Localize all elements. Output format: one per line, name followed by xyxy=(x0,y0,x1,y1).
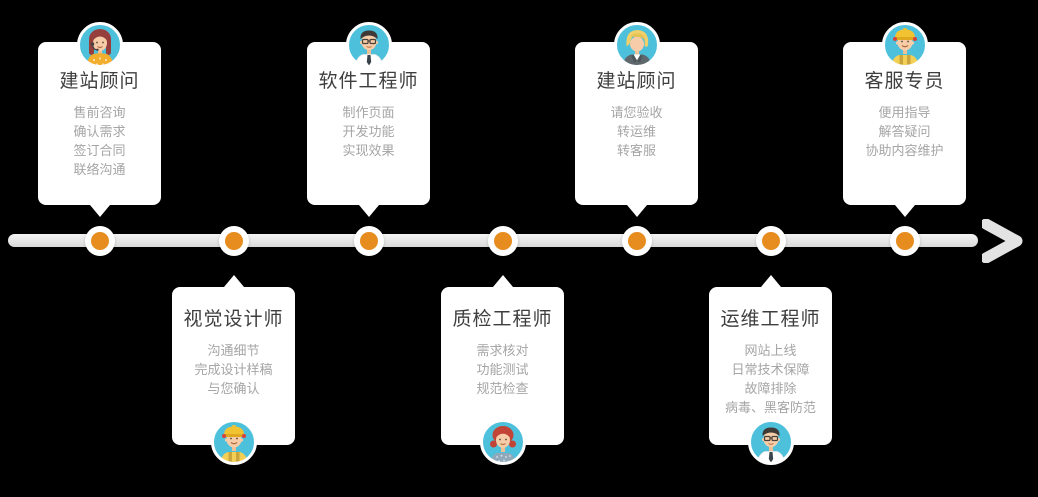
task-list: 沟通细节 完成设计样稿 与您确认 xyxy=(172,341,295,398)
task-item: 确认需求 xyxy=(73,124,126,139)
card-pointer xyxy=(223,275,244,287)
step-card-support-specialist: 客服专员 便用指导 解答疑问 协助内容维护 xyxy=(843,42,966,217)
timeline-dot-center xyxy=(494,232,512,250)
task-item: 开发功能 xyxy=(342,124,395,139)
task-item: 售前咨询 xyxy=(73,105,126,120)
engineer-male-avatar-icon xyxy=(346,22,392,68)
task-item: 解答疑问 xyxy=(878,124,931,139)
worker-hardhat-avatar-icon xyxy=(211,419,257,465)
timeline-dot-center xyxy=(762,232,780,250)
task-item: 制作页面 xyxy=(342,105,395,120)
task-item: 联络沟通 xyxy=(73,162,126,177)
timeline-dot xyxy=(219,226,249,256)
task-item: 转客服 xyxy=(616,143,656,158)
task-list: 请您验收 转运维 转客服 xyxy=(575,103,698,160)
task-item: 病毒、黑客防范 xyxy=(724,400,816,415)
card-pointer xyxy=(89,205,110,217)
task-item: 网站上线 xyxy=(744,343,797,358)
role-title: 运维工程师 xyxy=(720,309,821,330)
task-item: 需求核对 xyxy=(476,343,529,358)
timeline-dot-center xyxy=(896,232,914,250)
consultant-female-avatar-icon xyxy=(77,22,123,68)
task-list: 需求核对 功能测试 规范检查 xyxy=(441,341,564,398)
card-pointer xyxy=(626,205,647,217)
role-title: 质检工程师 xyxy=(452,309,553,330)
timeline-dot-center xyxy=(225,232,243,250)
timeline-dot xyxy=(756,226,786,256)
step-card-software-engineer: 软件工程师 制作页面 开发功能 实现效果 xyxy=(307,42,430,217)
step-card-ops-engineer: 运维工程师 网站上线 日常技术保障 故障排除 病毒、黑客防范 xyxy=(709,275,832,445)
task-item: 完成设计样稿 xyxy=(194,362,273,377)
card-pointer xyxy=(894,205,915,217)
task-list: 制作页面 开发功能 实现效果 xyxy=(307,103,430,160)
timeline-dot xyxy=(890,226,920,256)
card-pointer xyxy=(492,275,513,287)
task-item: 签订合同 xyxy=(73,143,126,158)
timeline-dot xyxy=(622,226,652,256)
task-item: 与您确认 xyxy=(207,381,260,396)
task-item: 日常技术保障 xyxy=(731,362,810,377)
task-item: 请您验收 xyxy=(610,105,663,120)
role-title: 视觉设计师 xyxy=(183,309,284,330)
consultant-suit-avatar-icon xyxy=(614,22,660,68)
ops-male-avatar-icon xyxy=(748,419,794,465)
role-title: 建站顾问 xyxy=(596,71,677,92)
card-pointer xyxy=(358,205,379,217)
qa-female-avatar-icon xyxy=(480,419,526,465)
arrow-right-icon xyxy=(982,219,1023,263)
task-item: 沟通细节 xyxy=(207,343,260,358)
task-list: 网站上线 日常技术保障 故障排除 病毒、黑客防范 xyxy=(709,341,832,417)
task-list: 售前咨询 确认需求 签订合同 联络沟通 xyxy=(38,103,161,179)
card-pointer xyxy=(760,275,781,287)
role-title: 客服专员 xyxy=(864,71,945,92)
task-item: 故障排除 xyxy=(744,381,797,396)
task-item: 功能测试 xyxy=(476,362,529,377)
task-list: 便用指导 解答疑问 协助内容维护 xyxy=(843,103,966,160)
step-card-consultant-1: 建站顾问 售前咨询 确认需求 签订合同 联络沟通 xyxy=(38,42,161,217)
role-title: 软件工程师 xyxy=(318,71,419,92)
timeline-dot xyxy=(488,226,518,256)
timeline-dot-center xyxy=(91,232,109,250)
task-item: 协助内容维护 xyxy=(865,143,944,158)
timeline-dot xyxy=(85,226,115,256)
support-worker-avatar-icon xyxy=(882,22,928,68)
step-card-consultant-2: 建站顾问 请您验收 转运维 转客服 xyxy=(575,42,698,217)
timeline-dot-center xyxy=(360,232,378,250)
role-title: 建站顾问 xyxy=(59,71,140,92)
timeline-dot-center xyxy=(628,232,646,250)
step-card-qa-engineer: 质检工程师 需求核对 功能测试 规范检查 xyxy=(441,275,564,445)
timeline-dot xyxy=(354,226,384,256)
task-item: 便用指导 xyxy=(878,105,931,120)
task-item: 规范检查 xyxy=(476,381,529,396)
task-item: 转运维 xyxy=(616,124,656,139)
task-item: 实现效果 xyxy=(342,143,395,158)
step-card-visual-designer: 视觉设计师 沟通细节 完成设计样稿 与您确认 xyxy=(172,275,295,445)
